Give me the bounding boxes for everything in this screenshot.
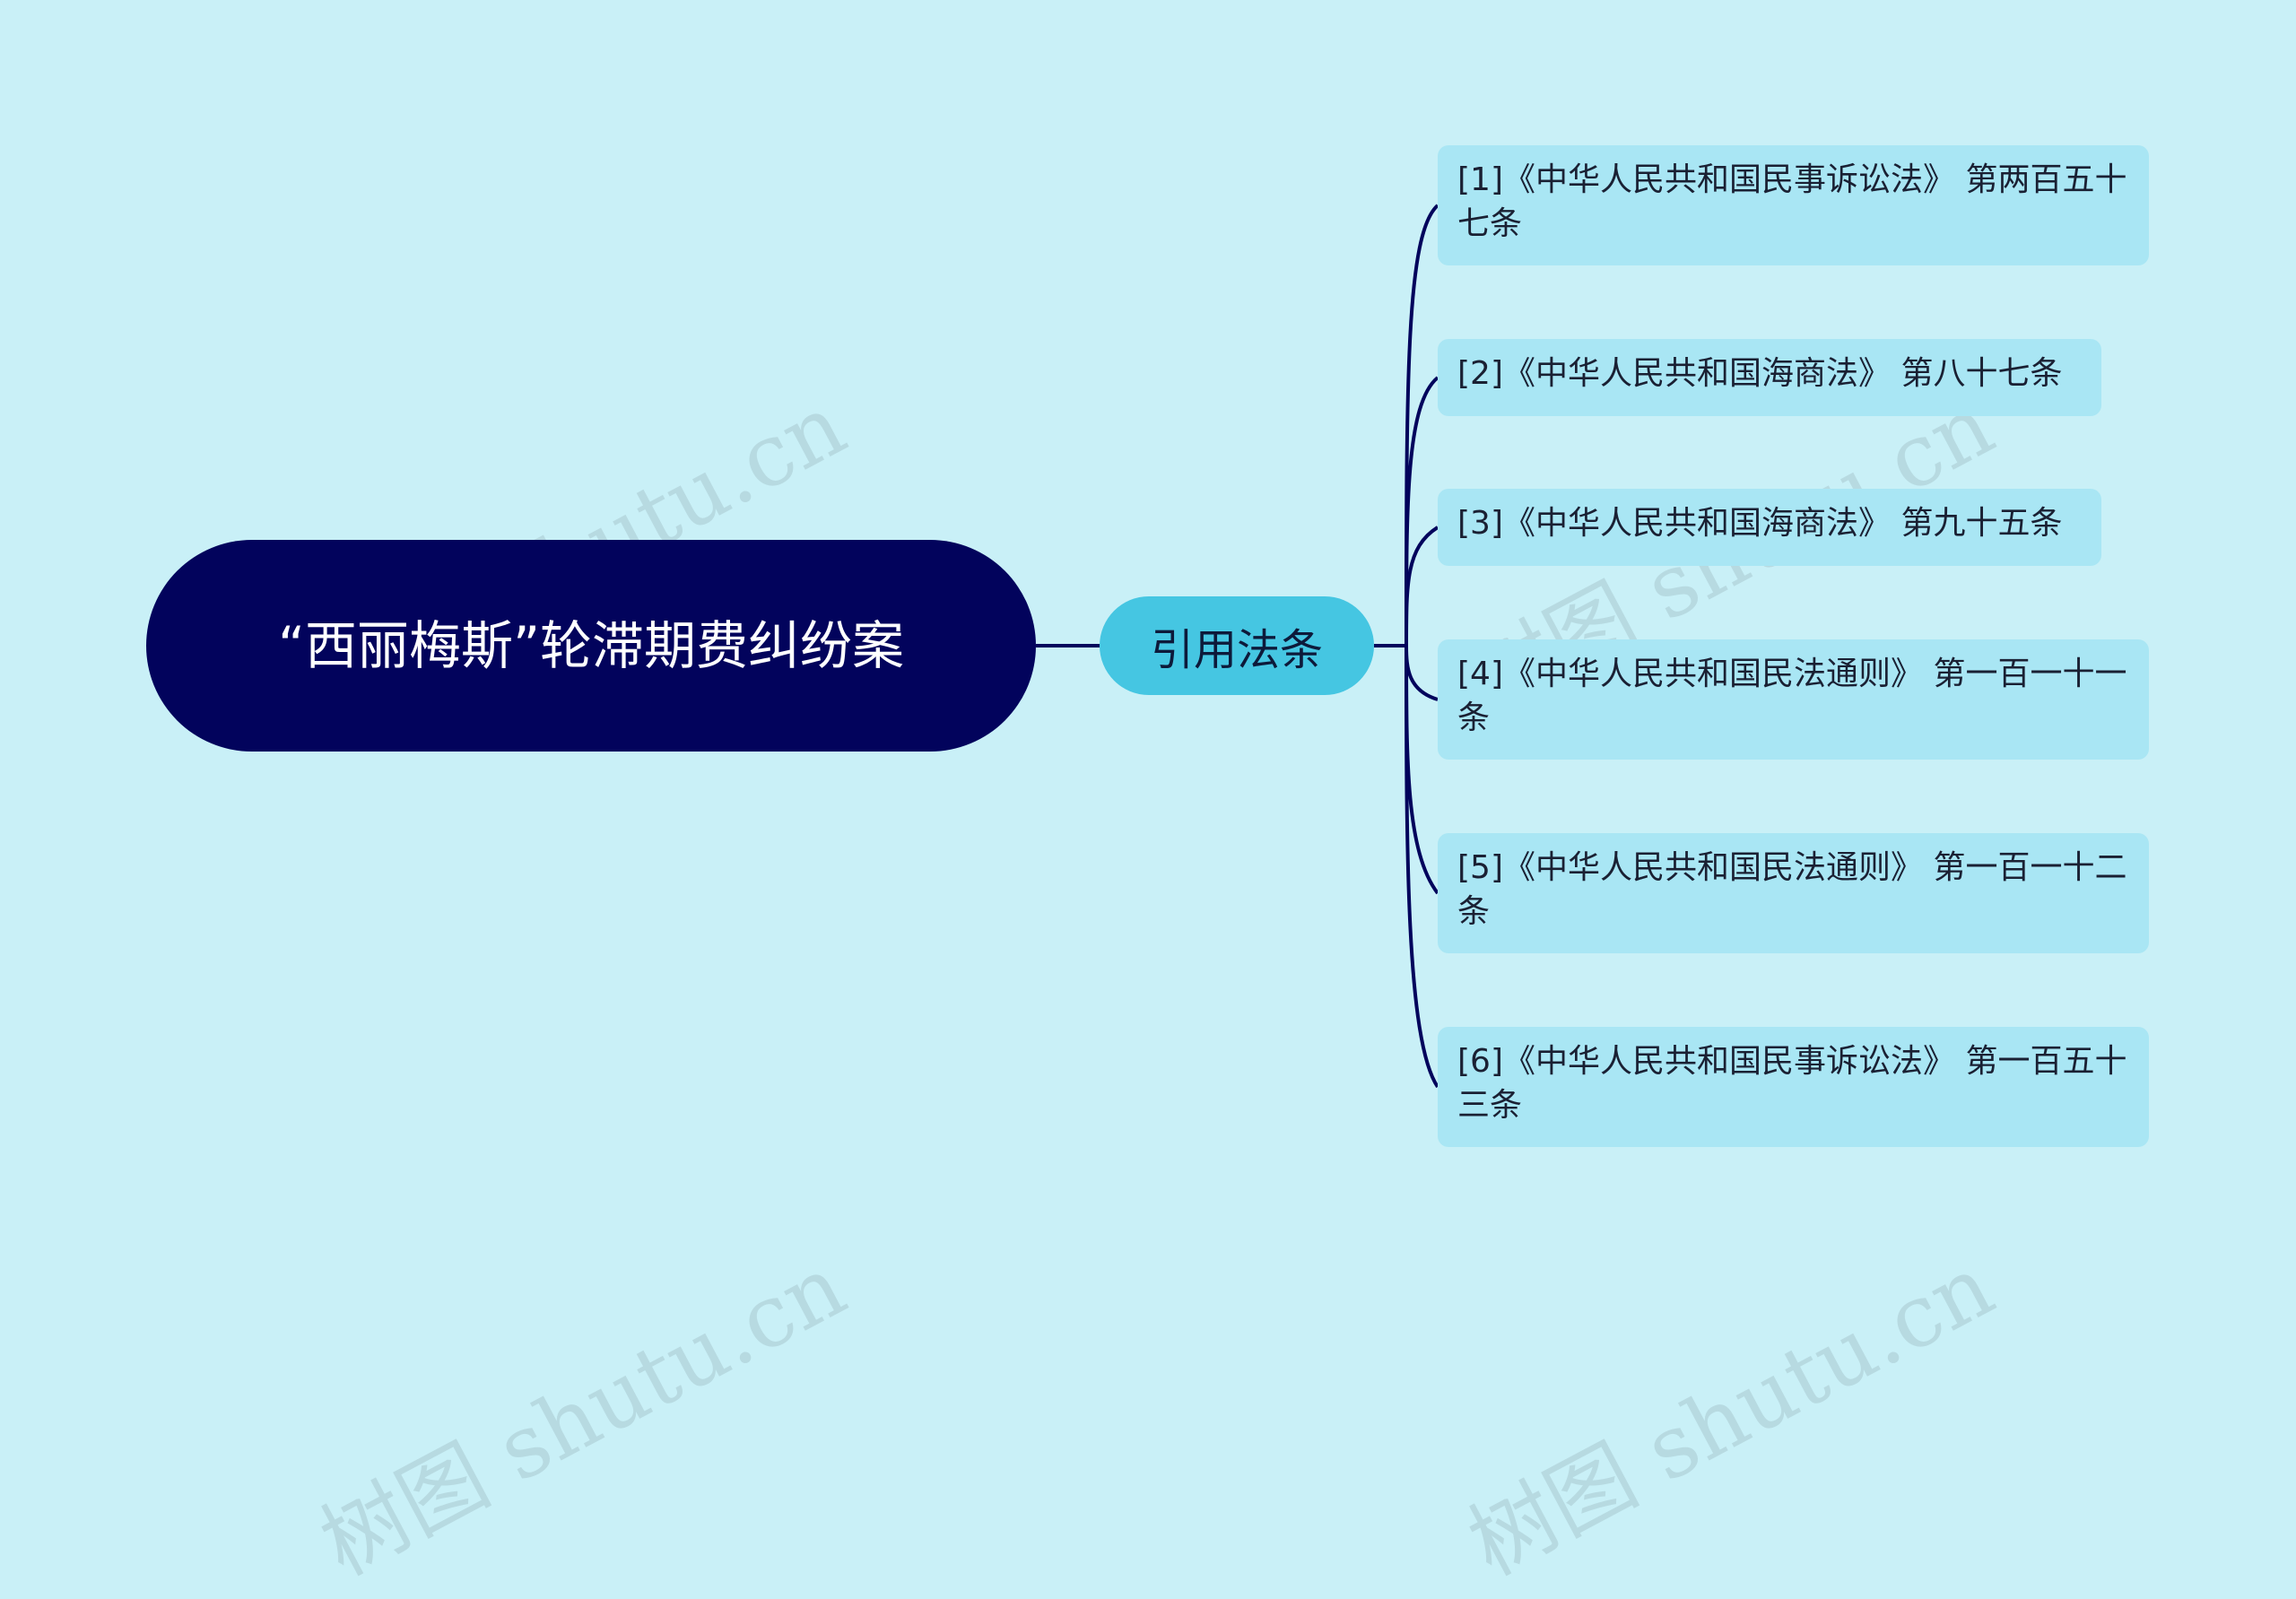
leaf-node-6[interactable]: [6]《中华人民共和国民事诉讼法》 第一百五十三条 (1438, 1027, 2149, 1147)
leaf-connector-2 (1405, 376, 1439, 647)
leaf-connector-4 (1405, 645, 1439, 701)
leaf-node-5[interactable]: [5]《中华人民共和国民法通则》 第一百一十二条 (1438, 833, 2149, 953)
leaf-node-text: [1]《中华人民共和国民事诉讼法》 第两百五十七条 (1457, 161, 2127, 242)
connector-lines (1036, 204, 1439, 1089)
branch-node-cited-law[interactable]: 引用法条 (1100, 596, 1374, 695)
leaf-node-3[interactable]: [3]《中华人民共和国海商法》 第九十五条 (1438, 489, 2101, 566)
leaf-node-text: [5]《中华人民共和国民法通则》 第一百一十二条 (1457, 849, 2127, 930)
leaf-node-text: [3]《中华人民共和国海商法》 第九十五条 (1457, 505, 2063, 542)
leaf-node-1[interactable]: [1]《中华人民共和国民事诉讼法》 第两百五十七条 (1438, 145, 2149, 265)
mind-map-canvas: 树图 shutu.cn 树图 shutu.cn 树图 shutu.cn 树图 s… (146, 145, 2149, 1595)
leaf-node-text: [2]《中华人民共和国海商法》 第八十七条 (1457, 355, 2063, 392)
leaf-connector-1 (1405, 204, 1439, 647)
leaf-node-2[interactable]: [2]《中华人民共和国海商法》 第八十七条 (1438, 339, 2101, 416)
leaf-node-text: [6]《中华人民共和国民事诉讼法》 第一百五十三条 (1457, 1043, 2127, 1124)
leaf-connector-3 (1405, 526, 1439, 647)
root-topic-node[interactable]: “西丽梅斯”轮滞期费纠纷案 (146, 540, 1036, 752)
leaf-node-4[interactable]: [4]《中华人民共和国民法通则》 第一百一十一条 (1438, 639, 2149, 760)
leaf-connector-5 (1405, 645, 1439, 895)
root-topic-title: “西丽梅斯”轮滞期费纠纷案 (277, 615, 905, 676)
branch-node-label: 引用法条 (1150, 625, 1323, 675)
leaf-connector-6 (1405, 645, 1439, 1089)
leaf-node-text: [4]《中华人民共和国民法通则》 第一百一十一条 (1457, 656, 2127, 736)
